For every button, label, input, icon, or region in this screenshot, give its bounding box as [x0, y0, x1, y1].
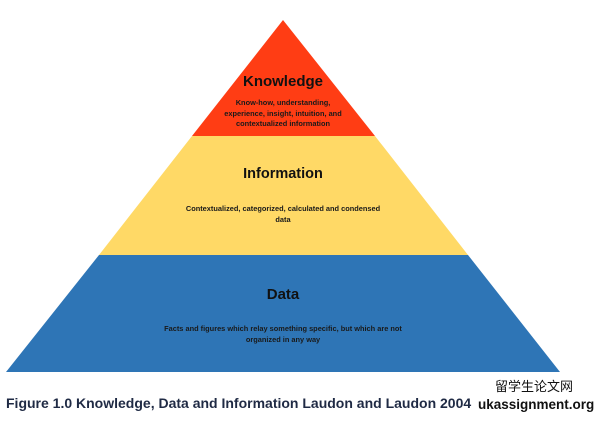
information-description: Contextualized, categorized, calculated …: [185, 204, 381, 224]
data-title: Data: [266, 286, 300, 303]
knowledge-title: Knowledge: [242, 73, 323, 90]
knowledge-description: Know-how, understanding, experience, ins…: [224, 98, 342, 128]
information-title: Information: [243, 166, 323, 182]
figure-caption: Figure 1.0 Knowledge, Data and Informati…: [6, 395, 472, 411]
pyramid-tier-information: [99, 136, 468, 255]
data-description: Facts and figures which relay something …: [164, 324, 402, 344]
pyramid-tier-data: [6, 255, 560, 372]
pyramid-diagram: [6, 20, 560, 372]
watermark-url: ukassignment.org: [478, 397, 595, 412]
pyramid-tier-knowledge: [192, 20, 375, 136]
watermark-chinese: 留学生论文网: [495, 380, 574, 395]
